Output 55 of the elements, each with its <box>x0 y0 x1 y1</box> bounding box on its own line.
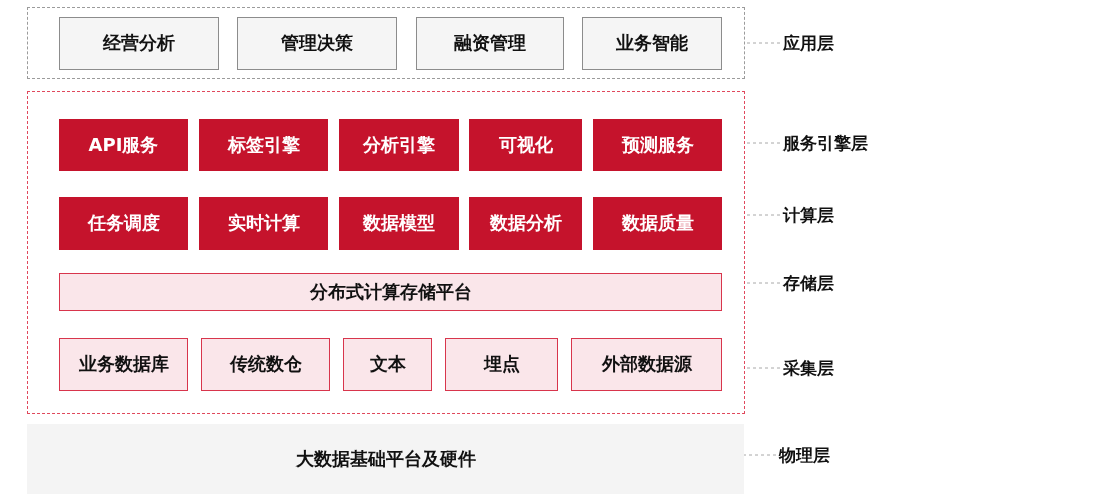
module-label: 传统数仓 <box>229 353 302 376</box>
layer-frame <box>27 91 745 414</box>
module-box <box>469 119 582 171</box>
module-label: 经营分析 <box>103 32 175 55</box>
module-label: 业务智能 <box>616 32 688 55</box>
layer-label: 应用层 <box>783 32 834 54</box>
leader-line <box>744 142 781 144</box>
module-box <box>469 197 582 250</box>
module-box <box>339 197 459 250</box>
platform-band <box>27 424 744 494</box>
module-label: 分析引擎 <box>363 133 435 157</box>
layer-label: 服务引擎层 <box>783 132 868 154</box>
module-label: 外部数据源 <box>601 353 692 376</box>
module-label: 实时计算 <box>227 212 300 235</box>
module-box <box>593 119 722 171</box>
leader-line <box>744 42 781 44</box>
module-box <box>416 17 564 70</box>
platform-label: 分布式计算存储平台 <box>309 280 472 304</box>
module-label: 标签引擎 <box>227 133 300 157</box>
leader-line <box>744 214 781 216</box>
module-box <box>59 338 188 391</box>
module-label: 数据模型 <box>363 212 435 235</box>
module-box <box>237 17 397 70</box>
layer-label: 物理层 <box>779 444 830 466</box>
layer-label: 采集层 <box>783 357 834 379</box>
module-box <box>343 338 432 391</box>
platform-bar <box>59 273 722 311</box>
module-label: 融资管理 <box>454 32 526 55</box>
layer-label: 存储层 <box>783 272 834 294</box>
module-box <box>59 197 188 250</box>
module-box <box>199 119 328 171</box>
module-box <box>445 338 558 391</box>
module-label: API服务 <box>88 133 159 157</box>
module-label: 文本 <box>369 353 406 376</box>
module-label: 埋点 <box>483 353 520 376</box>
module-box <box>59 17 219 70</box>
module-box <box>199 197 328 250</box>
module-box <box>201 338 330 391</box>
module-label: 任务调度 <box>87 212 160 235</box>
layer-label: 计算层 <box>783 204 834 226</box>
module-label: 数据分析 <box>489 212 562 235</box>
layer-frame <box>27 7 745 79</box>
module-label: 管理决策 <box>281 32 353 55</box>
module-box <box>339 119 459 171</box>
module-label: 可视化 <box>498 133 553 157</box>
platform-label: 大数据基础平台及硬件 <box>295 447 476 471</box>
module-label: 业务数据库 <box>78 353 169 376</box>
leader-line <box>744 282 781 284</box>
module-box <box>582 17 722 70</box>
module-box <box>59 119 188 171</box>
module-label: 预测服务 <box>621 133 694 157</box>
module-box <box>571 338 722 391</box>
module-box <box>593 197 722 250</box>
module-label: 数据质量 <box>621 212 694 235</box>
leader-line <box>744 367 781 369</box>
